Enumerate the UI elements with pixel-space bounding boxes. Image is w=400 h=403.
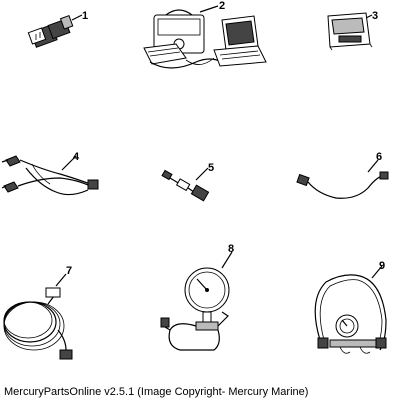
leader-line-1 [71,14,83,21]
leader-line-4 [61,155,77,171]
part-number-3: 3 [372,10,378,22]
part-6-test-cable-icon [296,171,389,199]
part-number-7: 7 [66,265,72,277]
leader-line-5 [195,167,209,181]
part-4-battery-harness-icon [1,155,99,196]
part-1-connector-icon [27,14,74,48]
leader-line-8 [221,251,233,269]
leader-line-9 [371,265,383,279]
part-number-2: 2 [219,0,225,12]
part-number-5: 5 [208,162,214,174]
part-7-coiled-cable-icon [3,287,73,360]
part-number-1: 1 [82,10,88,22]
leader-line-2 [199,5,219,13]
part-5-jumper-icon [161,169,210,202]
part-2-laptop-kit-icon [143,9,267,69]
part-3-control-module-icon [327,12,373,51]
leader-line-3 [365,14,373,19]
leader-line-7 [55,273,67,287]
part-number-6: 6 [376,151,382,163]
part-9-vacuum-gauge-icon [314,274,387,354]
part-8-pressure-gauge-icon [160,267,230,351]
image-caption: MercuryPartsOnline v2.5.1 (Image Copyrig… [4,386,309,398]
leader-line-6 [367,159,379,173]
part-number-9: 9 [379,260,385,272]
part-number-8: 8 [228,243,234,255]
part-number-4: 4 [73,151,80,163]
